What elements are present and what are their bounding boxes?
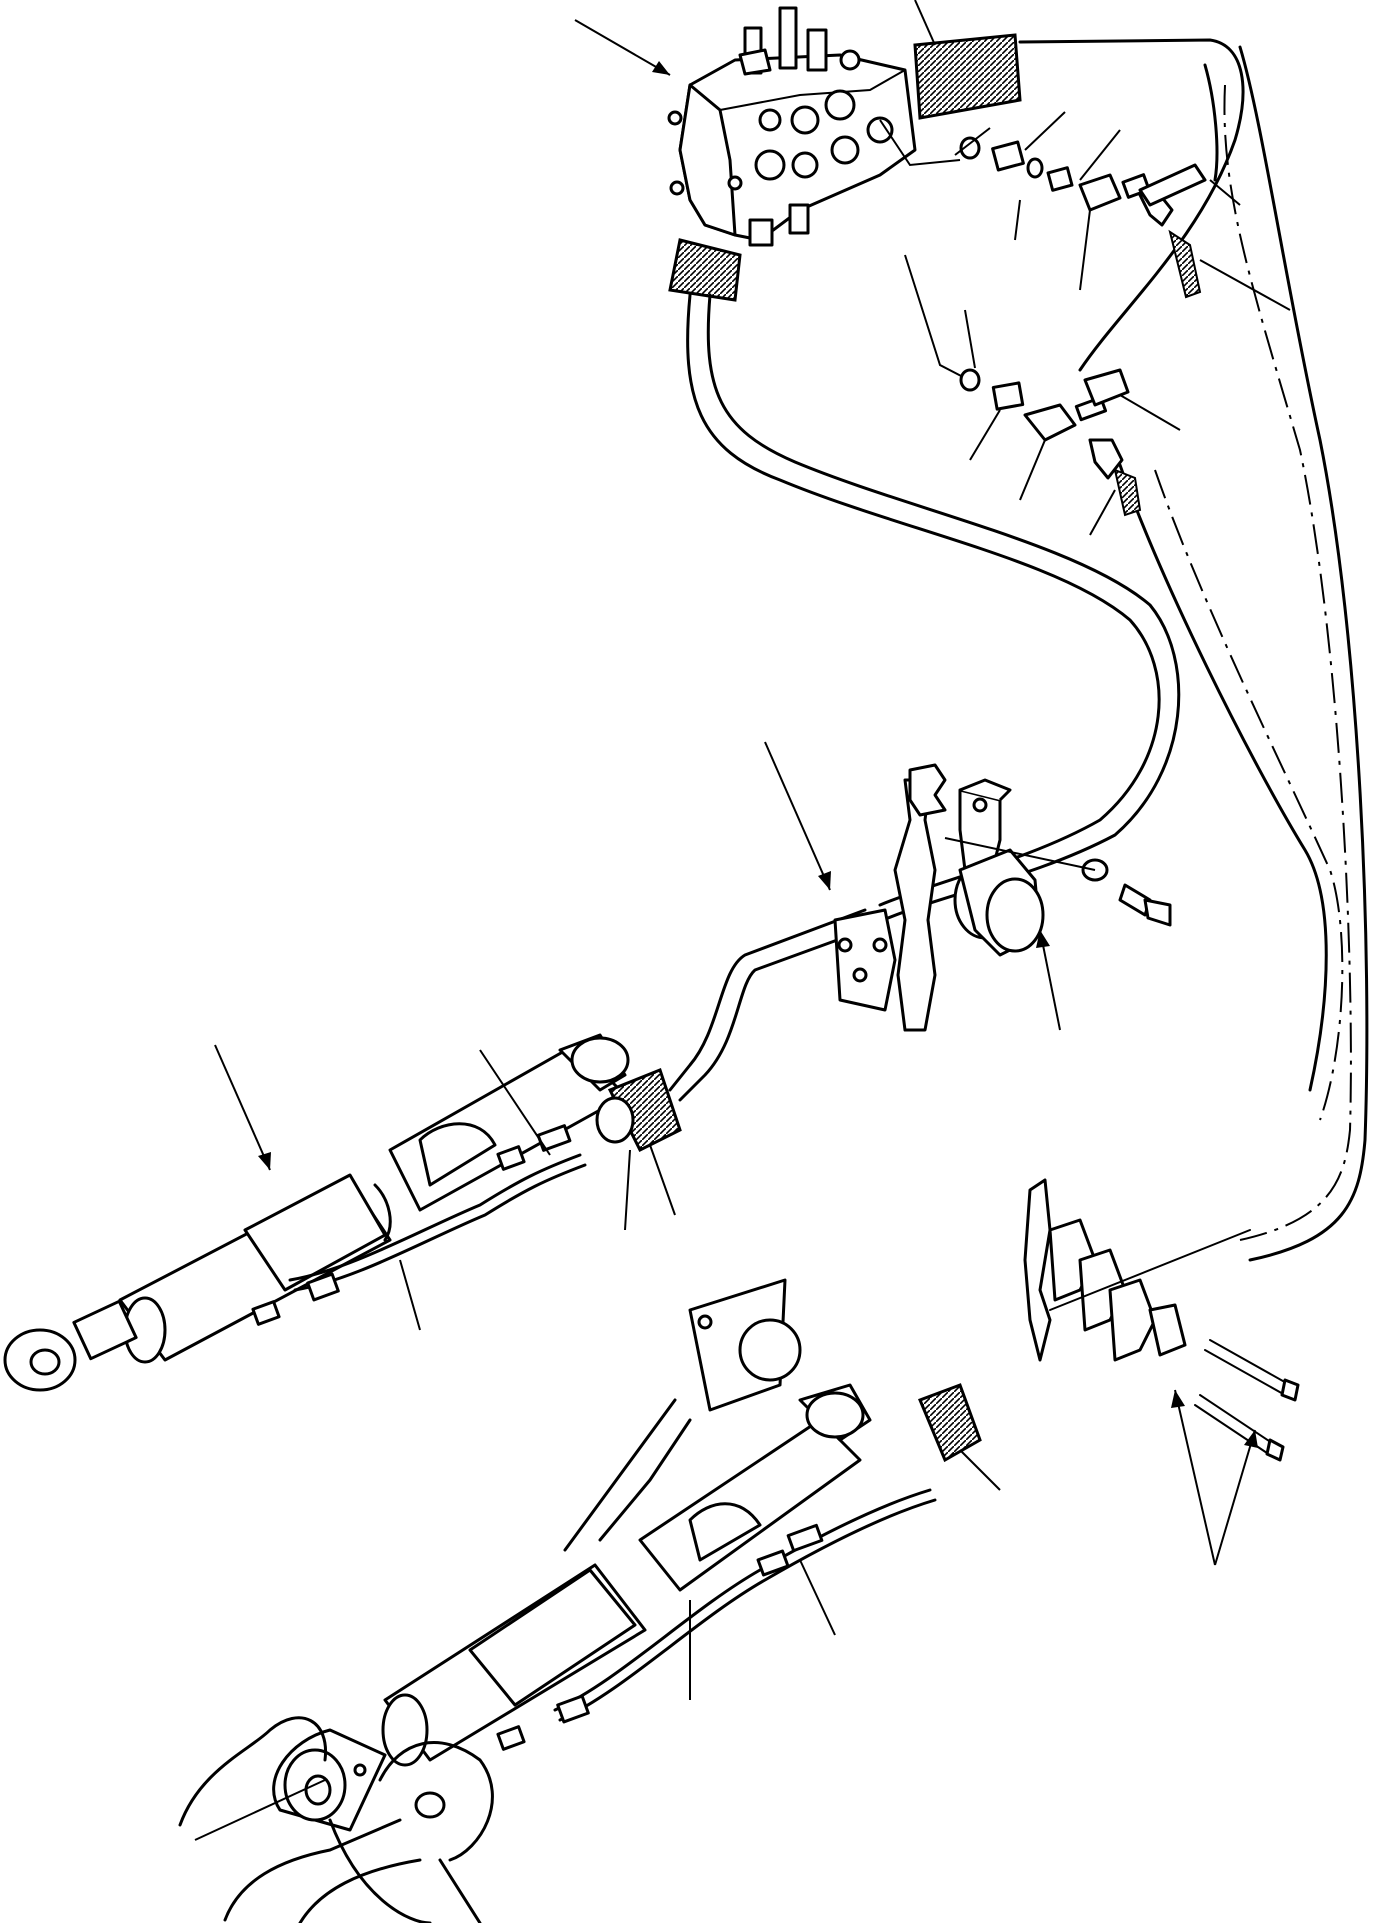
control-valve	[574, 0, 1022, 302]
middle-fittings	[904, 254, 1181, 536]
upper-cylinder	[3, 1033, 682, 1392]
hose-pipes	[668, 38, 1369, 1262]
lower-clamp-block	[1023, 1178, 1300, 1566]
upper-fittings	[879, 111, 1291, 311]
frame-mount	[764, 741, 1172, 1032]
lower-cylinder	[272, 1278, 1001, 1832]
loader-boom	[178, 1716, 494, 1923]
